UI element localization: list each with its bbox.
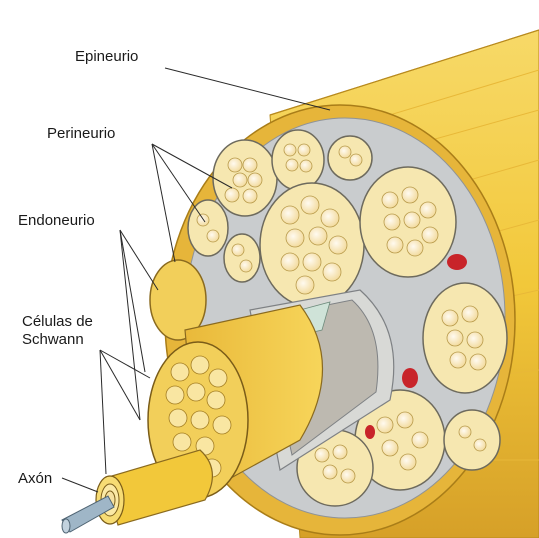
label-epineurio: Epineurio <box>75 48 138 66</box>
label-perineurio: Perineurio <box>47 125 115 143</box>
label-celulas-de: Células de <box>22 313 93 331</box>
label-axon: Axón <box>18 470 52 488</box>
label-endoneurio: Endoneurio <box>18 212 95 230</box>
label-schwann: Schwann <box>22 331 84 349</box>
schwann-cell-fiber <box>96 450 212 525</box>
